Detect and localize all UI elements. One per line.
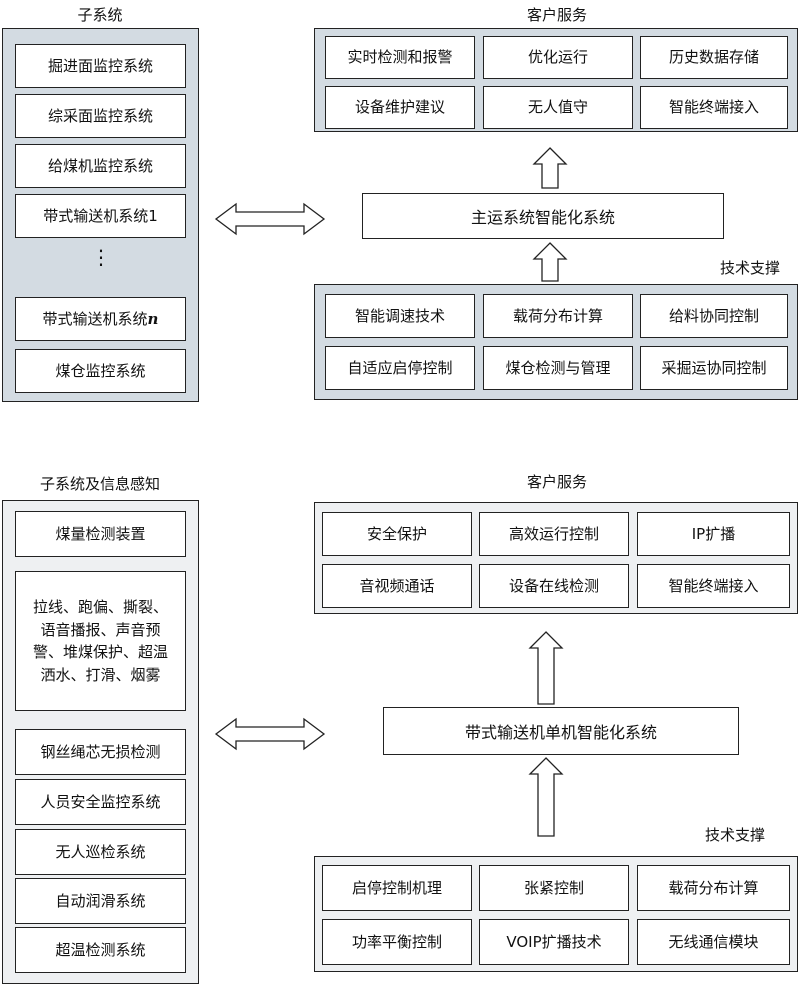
up-arrow (532, 242, 568, 282)
bottom-subsystem-item: 超温检测系统 (15, 927, 186, 973)
double-arrow (214, 717, 326, 751)
top-subsystem-item: 综采面监控系统 (15, 94, 186, 138)
top-service-item: 智能终端接入 (640, 86, 788, 129)
top-subsystems-title: 子系统 (77, 6, 123, 24)
top-service-item: 设备维护建议 (325, 86, 475, 129)
top-tech-item: 采掘运协同控制 (640, 346, 788, 390)
top-service-title: 客户服务 (526, 6, 587, 24)
bottom-tech-item: 启停控制机理 (322, 865, 472, 911)
bottom-service-item: 高效运行控制 (479, 512, 629, 556)
bottom-tech-item: 无线通信模块 (637, 919, 790, 965)
bottom-service-item: IP扩播 (637, 512, 790, 556)
top-tech-item: 煤仓检测与管理 (483, 346, 633, 390)
bottom-service-item: 音视频通话 (322, 564, 472, 608)
top-service-item: 无人值守 (483, 86, 633, 129)
bottom-tech-panel: 启停控制机理 张紧控制 载荷分布计算 功率平衡控制 VOIP扩播技术 无线通信模… (314, 856, 798, 972)
top-subsystems-panel: 掘进面监控系统 综采面监控系统 给煤机监控系统 带式输送机系统1 ⋮ 带式输送机… (2, 28, 199, 402)
bottom-center-system: 带式输送机单机智能化系统 (383, 707, 739, 755)
bottom-subsystem-item: 煤量检测装置 (15, 511, 186, 557)
top-subsystem-item: 掘进面监控系统 (15, 44, 186, 88)
top-service-item: 实时检测和报警 (325, 36, 475, 79)
top-subsystem-item: 给煤机监控系统 (15, 144, 186, 188)
bottom-service-title: 客户服务 (526, 473, 587, 491)
top-subsystem-item: 煤仓监控系统 (15, 349, 186, 393)
bottom-tech-item: 载荷分布计算 (637, 865, 790, 911)
top-service-item: 历史数据存储 (640, 36, 788, 79)
top-center-system: 主运系统智能化系统 (362, 193, 724, 239)
bottom-service-item: 安全保护 (322, 512, 472, 556)
bottom-subsystem-item: 自动润滑系统 (15, 878, 186, 924)
bottom-tech-item: 功率平衡控制 (322, 919, 472, 965)
up-arrow (528, 631, 564, 705)
ellipsis: ⋮ (91, 245, 111, 269)
top-service-item: 优化运行 (483, 36, 633, 79)
bottom-subsystem-item: 无人巡检系统 (15, 829, 186, 875)
top-tech-item: 给料协同控制 (640, 294, 788, 338)
bottom-service-item: 智能终端接入 (637, 564, 790, 608)
top-subsystem-item-label: 带式输送机系统 (42, 309, 148, 328)
bottom-subsystem-item: 钢丝绳芯无损检测 (15, 729, 186, 775)
bottom-tech-title: 技术支撑 (704, 826, 765, 844)
double-arrow (214, 202, 326, 236)
top-tech-item: 载荷分布计算 (483, 294, 633, 338)
bottom-subsystem-item: 人员安全监控系统 (15, 779, 186, 825)
bottom-tech-item: 张紧控制 (479, 865, 629, 911)
top-tech-title: 技术支撑 (719, 259, 780, 277)
bottom-service-item: 设备在线检测 (479, 564, 629, 608)
up-arrow (532, 147, 568, 189)
top-tech-item: 智能调速技术 (325, 294, 475, 338)
top-service-panel: 实时检测和报警 优化运行 历史数据存储 设备维护建议 无人值守 智能终端接入 (314, 28, 798, 132)
bottom-service-panel: 安全保护 高效运行控制 IP扩播 音视频通话 设备在线检测 智能终端接入 (314, 502, 798, 614)
bottom-tech-item: VOIP扩播技术 (479, 919, 629, 965)
top-tech-item: 自适应启停控制 (325, 346, 475, 390)
bottom-subsystems-title: 子系统及信息感知 (39, 475, 160, 493)
top-subsystem-item: 带式输送机系统1 (15, 194, 186, 238)
bottom-subsystems-panel: 煤量检测装置 拉线、跑偏、撕裂、 语音播报、声音预 警、堆煤保护、超温 洒水、打… (2, 500, 199, 984)
bottom-subsystem-sensors: 拉线、跑偏、撕裂、 语音播报、声音预 警、堆煤保护、超温 洒水、打滑、烟雾 (15, 571, 186, 711)
up-arrow (528, 757, 564, 837)
top-tech-panel: 智能调速技术 载荷分布计算 给料协同控制 自适应启停控制 煤仓检测与管理 采掘运… (314, 284, 798, 400)
top-subsystem-item-subscript: n (147, 309, 159, 328)
